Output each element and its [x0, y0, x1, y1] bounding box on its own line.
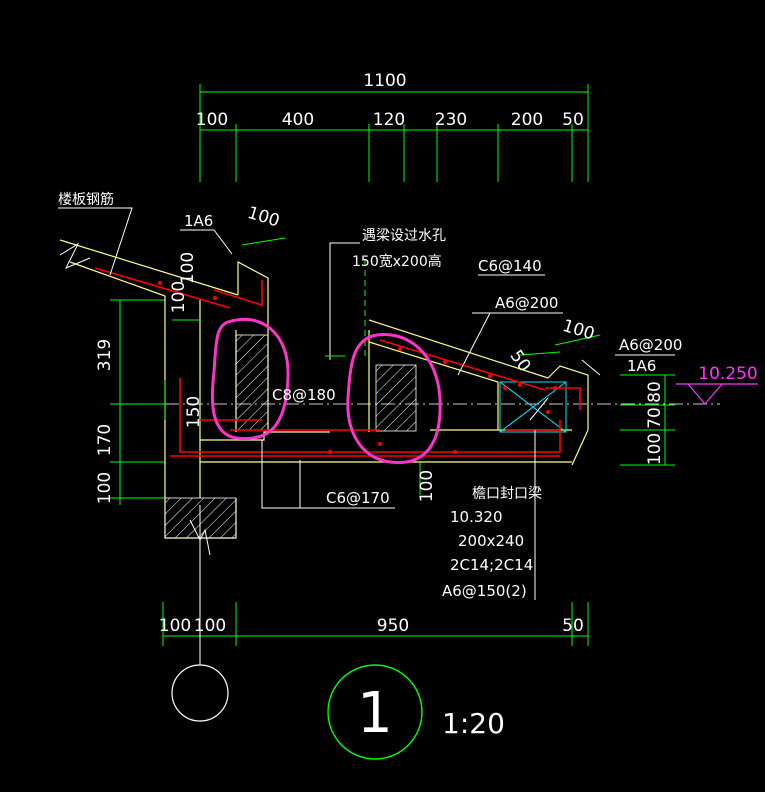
top-dim-200: 200 [511, 110, 543, 130]
bottom-dim-950: 950 [377, 616, 409, 636]
top-overall-dimension: 1100 [363, 71, 406, 91]
axis-bubble [171, 664, 229, 722]
right-dim-70: 70 [645, 407, 665, 429]
dim-wall-150: 150 [184, 396, 204, 428]
hatch-block-left [235, 334, 269, 431]
beam-note-elevation: 10.320 [450, 508, 503, 526]
highlight-loop-left [210, 317, 290, 441]
label-slab-rebar: 楼板钢筋 [58, 191, 114, 208]
section-marker-circle [327, 664, 423, 760]
label-1a6-right: 1A6 [627, 357, 656, 375]
dim-wall-100: 100 [178, 252, 198, 284]
left-dim-100: 100 [95, 472, 115, 504]
slab-break-mark [59, 242, 91, 269]
left-dimension-chain [110, 299, 165, 505]
bottom-dimension-chain [162, 602, 589, 646]
hatch-wall-base [164, 497, 237, 539]
rebar-dots [158, 281, 557, 454]
section-marker-number: 1 [357, 681, 393, 746]
hatch-block-right [375, 364, 417, 432]
label-c8-180: C8@180 [272, 386, 336, 404]
label-c6-140: C6@140 [478, 257, 542, 275]
eave-beam [499, 381, 567, 433]
leader-lines [58, 207, 675, 600]
right-dimension-chain [620, 374, 675, 466]
elevation-label: 10.250 [698, 364, 757, 384]
label-a6-200-right: A6@200 [619, 336, 682, 354]
highlight-loop-right [346, 333, 442, 465]
beam-note-stirrup: A6@150(2) [442, 582, 527, 600]
bottom-dim-100a: 100 [159, 616, 191, 636]
top-dim-400: 400 [282, 110, 314, 130]
left-dim-170: 170 [95, 424, 115, 456]
label-1a6-left: 1A6 [184, 212, 213, 230]
top-dimension-chain [199, 84, 589, 182]
beam-note-title: 檐口封口梁 [472, 486, 542, 502]
rebar-lines [94, 267, 581, 457]
right-dim-80: 80 [645, 381, 665, 403]
label-hole-title: 遇梁设过水孔 [362, 228, 446, 244]
label-c6-170: C6@170 [326, 489, 390, 507]
top-dim-50: 50 [562, 110, 584, 130]
top-dim-230: 230 [435, 110, 467, 130]
bottom-dim-50: 50 [562, 616, 584, 636]
internal-dim-lines [164, 237, 601, 495]
dim-bottom-100: 100 [417, 470, 437, 502]
label-hole-size: 150宽x200高 [352, 253, 442, 270]
label-a6-200-mid: A6@200 [495, 294, 558, 312]
elevation-marker [676, 383, 758, 405]
beam-note-rebar: 2C14;2C14 [450, 556, 533, 574]
top-dim-120: 120 [373, 110, 405, 130]
left-dim-319: 319 [95, 339, 115, 371]
right-dim-100: 100 [645, 433, 665, 465]
top-dim-100: 100 [196, 110, 228, 130]
dim-wall-100b: 100 [169, 281, 189, 313]
break-mark [189, 519, 211, 556]
section-marker-scale: 1:20 [442, 707, 505, 740]
bottom-dim-100b: 100 [194, 616, 226, 636]
beam-note-size: 200x240 [458, 532, 524, 550]
